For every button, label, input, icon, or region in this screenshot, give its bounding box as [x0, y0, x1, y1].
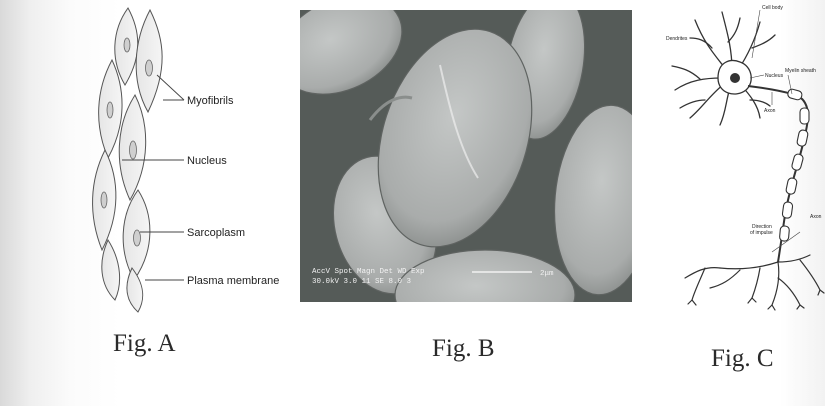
nucleus-mark	[134, 230, 141, 246]
myelin-segment	[796, 129, 808, 147]
neuron-diagram: Cell body Dendrites Nucleus Myelin sheat…	[660, 0, 825, 330]
myelin-segment	[791, 153, 804, 171]
muscle-cell	[127, 268, 143, 312]
nucleus-mark	[124, 38, 130, 52]
label-nucleus: Nucleus	[187, 155, 227, 167]
sem-info-line-2: 30.0kV 3.0 11 SE 8.0 3	[312, 278, 412, 286]
label-direction-line-2: of impulse	[750, 230, 773, 236]
label-sarcoplasm: Sarcoplasm	[187, 227, 245, 239]
nucleus-mark	[101, 192, 107, 208]
label-nucleus-c: Nucleus	[765, 73, 784, 79]
figure-a-panel: Myofibrils Nucleus Sarcoplasm Plasma mem…	[0, 0, 300, 320]
figure-a-caption: Fig. A	[113, 330, 176, 358]
figure-b-caption: Fig. B	[432, 335, 495, 363]
myelin-segment	[787, 88, 803, 100]
myelin-segment	[785, 177, 797, 195]
label-cell-body: Cell body	[762, 5, 783, 11]
figure-c-panel: Cell body Dendrites Nucleus Myelin sheat…	[660, 0, 825, 330]
label-plasma-membrane: Plasma membrane	[187, 275, 279, 287]
label-axon-terminal: Axon	[810, 214, 822, 220]
myelin-segment	[782, 202, 793, 219]
scale-bar-label: 2μm	[540, 270, 554, 278]
myelin-segment	[779, 226, 789, 242]
label-axon: Axon	[764, 108, 776, 114]
smooth-muscle-diagram: Myofibrils Nucleus Sarcoplasm Plasma mem…	[0, 0, 300, 320]
figure-c-caption: Fig. C	[711, 345, 774, 373]
label-myelin-sheath: Myelin sheath	[785, 68, 816, 74]
axon-terminals	[685, 255, 824, 310]
muscle-cell	[102, 240, 120, 300]
label-dendrites: Dendrites	[666, 36, 688, 42]
sem-info-line-1: AccV Spot Magn Det WD Exp	[312, 268, 425, 276]
nucleus-mark	[146, 60, 153, 76]
nucleus-mark	[107, 102, 113, 118]
nucleus-mark	[130, 141, 137, 159]
figure-b-panel: AccV Spot Magn Det WD Exp 30.0kV 3.0 11 …	[300, 10, 632, 302]
myelin-segment	[800, 108, 809, 124]
label-myofibrils: Myofibrils	[187, 95, 234, 107]
sem-micrograph: AccV Spot Magn Det WD Exp 30.0kV 3.0 11 …	[300, 10, 632, 302]
nucleus-dot	[730, 73, 740, 83]
